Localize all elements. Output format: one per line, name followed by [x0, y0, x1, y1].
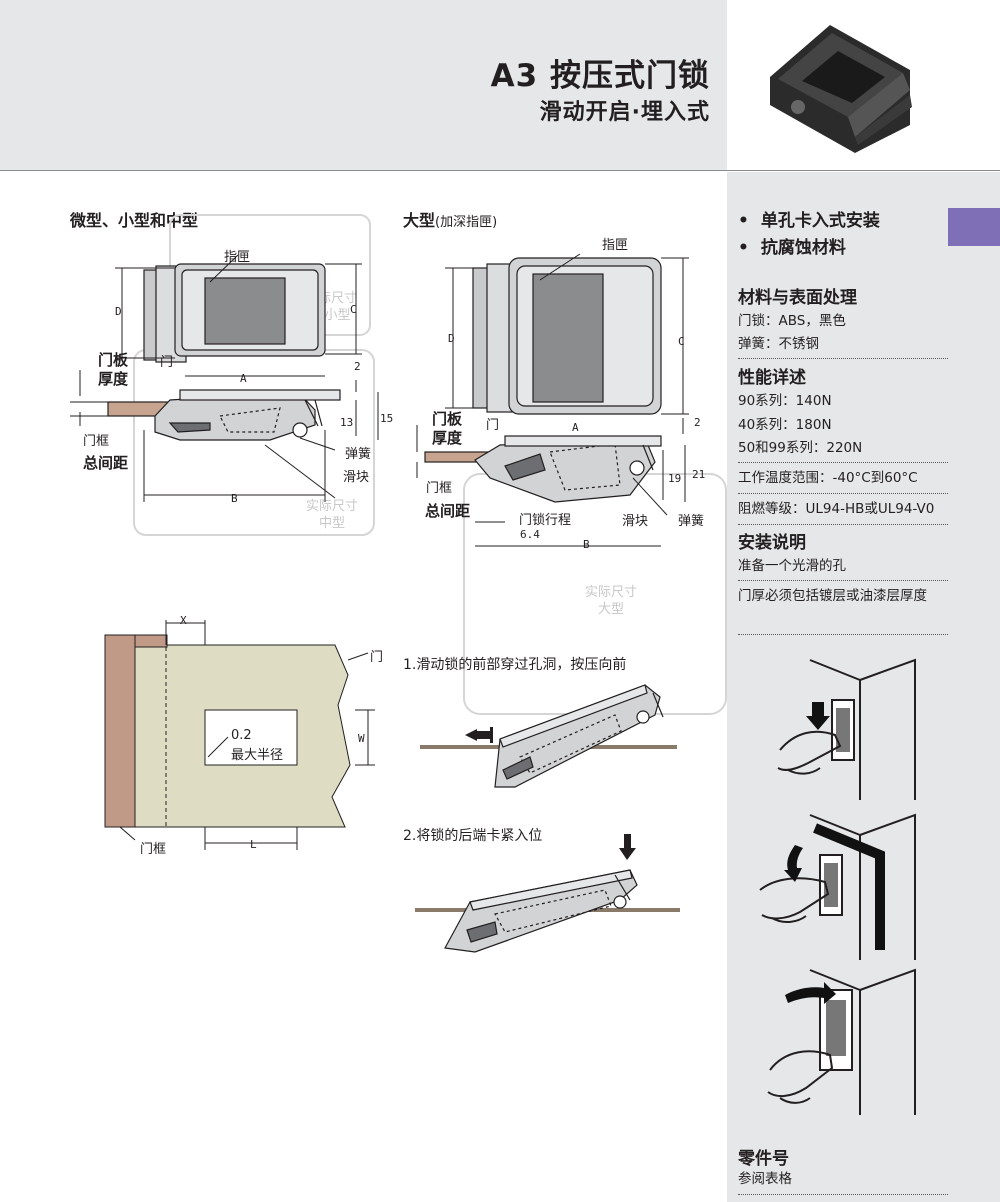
performance-heading: 性能详述	[738, 368, 806, 388]
divider	[738, 358, 948, 359]
door-thickness-label: 门板 厚度	[98, 351, 129, 388]
step-2-drawing	[415, 834, 680, 953]
door-label: 门	[160, 355, 174, 370]
finger-cup-label: 指匣	[224, 250, 251, 265]
total-gap-label: 总间距	[83, 454, 129, 472]
dim-13: 13	[340, 416, 354, 429]
dim-x: X	[180, 614, 187, 627]
dim-2: 2	[694, 416, 701, 429]
large-lock-drawing	[416, 253, 689, 547]
dim-b: B	[583, 538, 590, 551]
dim-a: A	[572, 421, 579, 434]
travel-value: 6.4	[520, 528, 540, 541]
product-photo	[770, 25, 912, 153]
installation-illustration	[759, 658, 916, 1115]
dim-c: C	[678, 335, 685, 348]
page-subtitle: 滑动开启·埋入式	[539, 100, 710, 125]
step-1-text: 1.滑动锁的前部穿过孔洞，按压向前	[403, 657, 627, 673]
door-label: 门	[486, 418, 500, 433]
dim-b: B	[231, 492, 238, 505]
large-diagram-heading: 大型(加深指匣)	[403, 211, 498, 230]
door-label: 门	[370, 650, 384, 665]
divider	[738, 524, 948, 525]
dim-d: D	[115, 305, 122, 318]
dim-a: A	[240, 372, 247, 385]
performance-item: 50和99系列：220N	[738, 440, 863, 456]
dim-d: D	[448, 332, 455, 345]
feature-item: 单孔卡入式安装	[738, 206, 880, 231]
header-band	[0, 0, 727, 170]
ghost-label-large: 实际尺寸大型	[585, 585, 638, 617]
small-lock-drawing	[70, 254, 379, 502]
dim-c: C	[350, 303, 357, 316]
divider	[738, 462, 948, 463]
finger-cup-label: 指匣	[602, 238, 629, 253]
ghost-label-medium: 实际尺寸中型	[306, 499, 359, 531]
dim-2: 2	[354, 360, 361, 373]
temperature-range: 工作温度范围：-40°C到60°C	[738, 470, 918, 486]
dim-w: W	[358, 732, 365, 745]
material-spring: 弹簧：不锈钢	[738, 336, 819, 352]
install-step: 门厚必须包括镀层或油漆层厚度	[738, 588, 927, 604]
flame-rating: 阻燃等级：UL94-HB或UL94-V0	[738, 501, 935, 517]
performance-item: 90系列：140N	[738, 393, 832, 409]
small-diagram-heading: 微型、小型和中型	[70, 211, 199, 230]
divider	[738, 580, 948, 581]
dim-21: 21	[692, 468, 706, 481]
step-1-drawing	[420, 684, 677, 788]
feature-item: 抗腐蚀材料	[738, 233, 846, 258]
frame-label: 门框	[83, 434, 110, 449]
spring-label: 弹簧	[345, 447, 372, 462]
ghost-label-small: 际尺寸小型	[318, 291, 358, 323]
sidebar	[727, 172, 1000, 1202]
materials-heading: 材料与表面处理	[738, 288, 857, 308]
dim-15: 15	[380, 412, 394, 425]
performance-item: 40系列：180N	[738, 417, 832, 433]
radius-value: 0.2	[231, 728, 252, 743]
dim-l: L	[250, 838, 257, 851]
frame-label: 门框	[426, 481, 453, 496]
cutout-drawing	[104, 620, 375, 850]
slider-label: 滑块	[343, 470, 370, 485]
header-divider	[0, 170, 1000, 171]
travel-label: 门锁行程	[519, 513, 572, 528]
page-title: A3 按压式门锁	[490, 58, 710, 94]
divider	[738, 493, 948, 494]
radius-label: 最大半径	[231, 748, 284, 763]
section-tab	[948, 208, 1000, 246]
frame-label: 门框	[140, 842, 167, 857]
parts-text: 参阅表格	[738, 1171, 792, 1187]
total-gap-label: 总间距	[425, 502, 471, 520]
spring-label: 弹簧	[678, 514, 705, 529]
divider	[738, 634, 948, 635]
slider-label: 滑块	[622, 514, 649, 529]
install-heading: 安装说明	[738, 533, 806, 553]
step-2-text: 2.将锁的后端卡紧入位	[403, 828, 543, 844]
install-step: 准备一个光滑的孔	[738, 558, 846, 574]
dim-19: 19	[668, 472, 682, 485]
divider	[738, 1194, 948, 1195]
door-thickness-label: 门板 厚度	[432, 410, 463, 447]
material-lock: 门锁：ABS，黑色	[738, 313, 846, 329]
parts-heading: 零件号	[738, 1149, 789, 1169]
